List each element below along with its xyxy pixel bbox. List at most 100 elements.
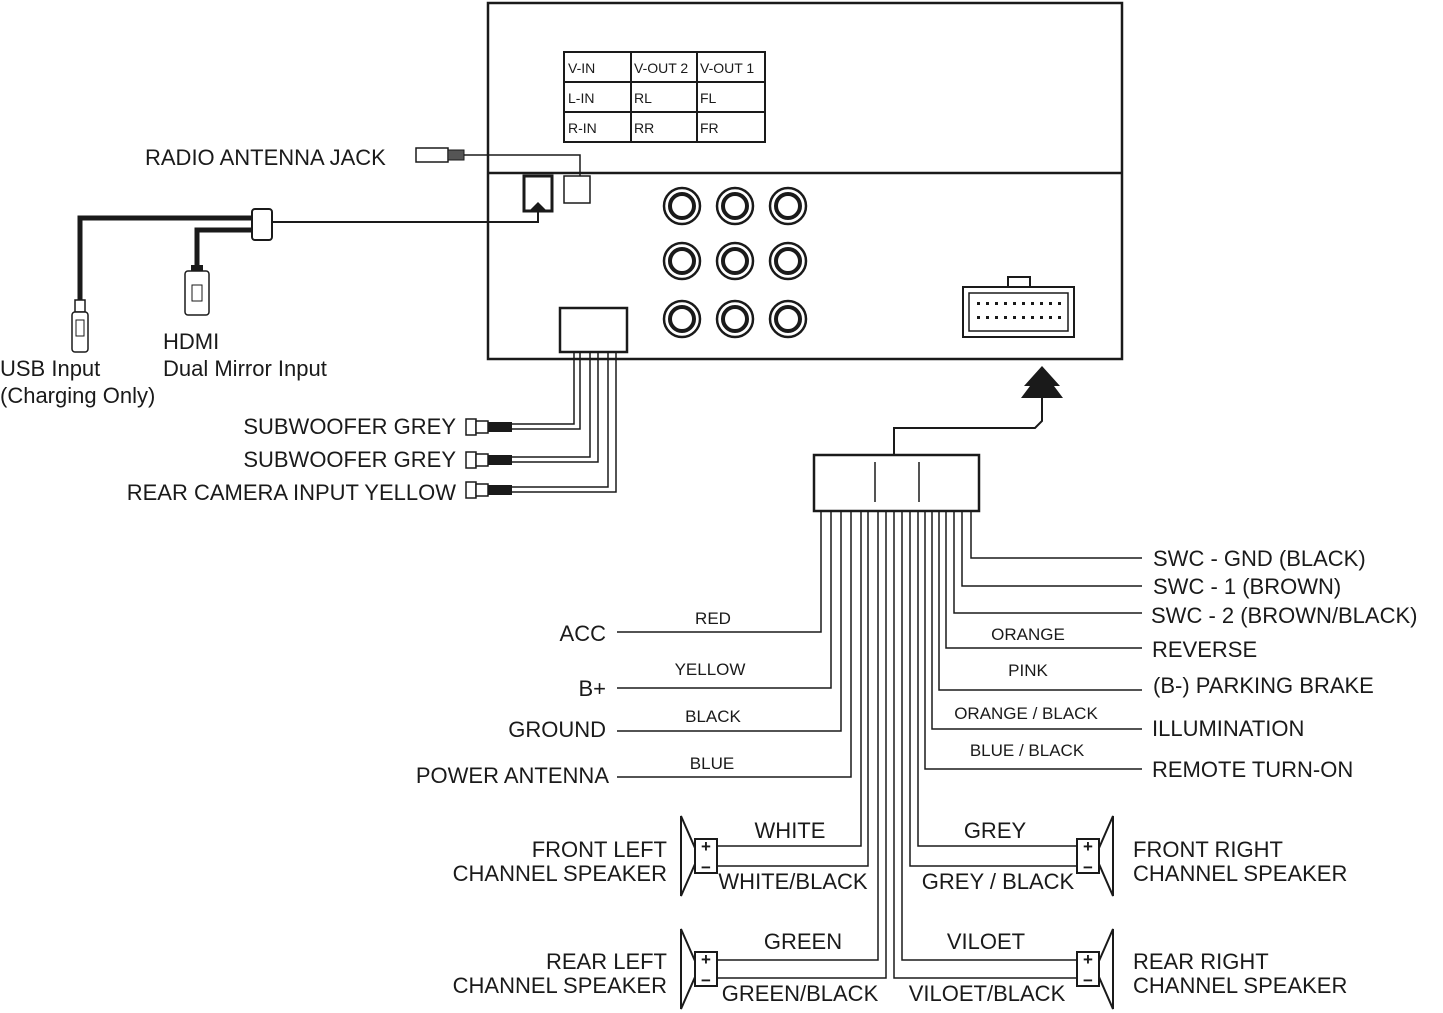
wire-function-label: ACC bbox=[560, 621, 607, 646]
harness-port bbox=[962, 276, 1075, 338]
rca-jack-grid bbox=[662, 186, 808, 339]
speaker-icon: +− bbox=[1076, 928, 1114, 1010]
rca-plug-icon bbox=[465, 481, 512, 499]
head-unit-body bbox=[486, 1, 1124, 361]
wire-function-label: SWC - 2 (BROWN/BLACK) bbox=[1151, 603, 1417, 628]
terminal-minus: − bbox=[701, 971, 711, 990]
usb-plug-icon bbox=[71, 299, 89, 353]
wire bbox=[716, 511, 869, 867]
terminal-plus: + bbox=[1083, 950, 1093, 969]
subwoofer-label: SUBWOOFER GREY bbox=[243, 447, 456, 472]
table-cell: V-OUT 1 bbox=[700, 60, 754, 76]
rca-jack-icon bbox=[662, 186, 702, 226]
wire-color-label: WHITE/BLACK bbox=[718, 869, 867, 894]
wire-function-label: SWC - 1 (BROWN) bbox=[1153, 574, 1341, 599]
wire bbox=[716, 511, 879, 961]
speaker-label: FRONT LEFT bbox=[532, 837, 667, 862]
wire bbox=[953, 511, 1142, 614]
wire-color-label: BLUE / BLACK bbox=[970, 741, 1085, 760]
wire-color-label: GREY bbox=[964, 818, 1027, 843]
subwoofer-label: SUBWOOFER GREY bbox=[243, 414, 456, 439]
hdmi-plug-icon bbox=[184, 265, 210, 316]
wire bbox=[893, 511, 1077, 979]
table-cell: L-IN bbox=[568, 90, 594, 106]
wire-color-label: BLUE bbox=[690, 754, 734, 773]
speaker-icon: +− bbox=[680, 815, 718, 897]
rca-jack-icon bbox=[768, 186, 808, 226]
rca-label-table: V-IN V-OUT 2 V-OUT 1 L-IN RL FL R-IN RR … bbox=[563, 51, 766, 143]
wire bbox=[716, 511, 862, 847]
speaker-label: CHANNEL SPEAKER bbox=[1133, 861, 1347, 886]
wire bbox=[938, 511, 1142, 691]
rca-jack-icon bbox=[768, 299, 808, 339]
speaker-label: CHANNEL SPEAKER bbox=[453, 973, 667, 998]
wire-color-label: GREEN bbox=[764, 929, 842, 954]
right-wire-group: SWC - GND (BLACK) SWC - 1 (BROWN) SWC - … bbox=[954, 546, 1417, 782]
wire bbox=[931, 511, 1142, 730]
wire bbox=[909, 511, 1077, 867]
wire bbox=[617, 511, 832, 689]
speaker-icon: +− bbox=[1076, 815, 1114, 897]
rca-plug-icon bbox=[465, 418, 512, 436]
speaker-label: CHANNEL SPEAKER bbox=[1133, 973, 1347, 998]
wire-color-label: VILOET/BLACK bbox=[909, 981, 1066, 1006]
hdmi-label-line2: Dual Mirror Input bbox=[163, 356, 327, 381]
wire-color-label: RED bbox=[695, 609, 731, 628]
rca-pigtails bbox=[512, 352, 617, 493]
terminal-minus: − bbox=[1083, 971, 1093, 990]
rca-jack-icon bbox=[715, 186, 755, 226]
wire-color-label: BLACK bbox=[685, 707, 741, 726]
wire-function-label: GROUND bbox=[508, 717, 606, 742]
wire-color-label: GREY / BLACK bbox=[922, 869, 1075, 894]
wire bbox=[924, 511, 1142, 770]
speaker-label: CHANNEL SPEAKER bbox=[453, 861, 667, 886]
table-cell: RR bbox=[634, 120, 654, 136]
usb-label-line1: USB Input bbox=[0, 356, 100, 381]
radio-antenna-plug bbox=[415, 147, 581, 176]
wire-function-label: (B-) PARKING BRAKE bbox=[1153, 673, 1374, 698]
wire-function-label: B+ bbox=[578, 676, 606, 701]
wire-function-label: SWC - GND (BLACK) bbox=[1153, 546, 1366, 571]
rca-pigtail-port bbox=[558, 306, 629, 354]
wire-function-label: POWER ANTENNA bbox=[416, 763, 609, 788]
wire bbox=[716, 511, 887, 979]
rca-jack-icon bbox=[662, 241, 702, 281]
usb-hdmi-cable bbox=[77, 202, 548, 300]
rear-camera-label: REAR CAMERA INPUT YELLOW bbox=[127, 480, 457, 505]
wire bbox=[617, 511, 852, 778]
table-cell: R-IN bbox=[568, 120, 597, 136]
table-cell: FL bbox=[700, 90, 717, 106]
wire bbox=[945, 511, 1142, 649]
terminal-minus: − bbox=[701, 858, 711, 877]
wire bbox=[617, 511, 842, 732]
wire-color-label: GREEN/BLACK bbox=[722, 981, 879, 1006]
table-cell: RL bbox=[634, 90, 652, 106]
usb-label-line2: (Charging Only) bbox=[0, 383, 155, 408]
wire-color-label: ORANGE bbox=[991, 625, 1065, 644]
rca-jack-icon bbox=[715, 241, 755, 281]
terminal-plus: + bbox=[1083, 837, 1093, 856]
wire bbox=[970, 511, 1142, 559]
up-arrow-icon bbox=[1024, 366, 1060, 398]
harness-plug bbox=[812, 370, 1063, 513]
wire-color-label: ORANGE / BLACK bbox=[954, 704, 1098, 723]
hdmi-label-line1: HDMI bbox=[163, 329, 219, 354]
harness-wires bbox=[617, 511, 1142, 979]
wire-function-label: ILLUMINATION bbox=[1152, 716, 1304, 741]
wire-function-label: REMOTE TURN-ON bbox=[1152, 757, 1353, 782]
wire-color-label: WHITE bbox=[755, 818, 826, 843]
speaker-label: REAR LEFT bbox=[546, 949, 667, 974]
terminal-plus: + bbox=[701, 837, 711, 856]
speaker-label: REAR RIGHT bbox=[1133, 949, 1269, 974]
speaker-icon: +− bbox=[680, 928, 718, 1010]
wire-color-label: PINK bbox=[1008, 661, 1048, 680]
wire bbox=[901, 511, 1077, 961]
wire bbox=[961, 511, 1142, 587]
speaker-label: FRONT RIGHT bbox=[1133, 837, 1283, 862]
speaker-group: +−+−+−+− bbox=[680, 815, 1114, 1010]
wire bbox=[917, 511, 1077, 847]
wire-color-label: YELLOW bbox=[675, 660, 746, 679]
rca-jack-icon bbox=[768, 241, 808, 281]
terminal-plus: + bbox=[701, 950, 711, 969]
